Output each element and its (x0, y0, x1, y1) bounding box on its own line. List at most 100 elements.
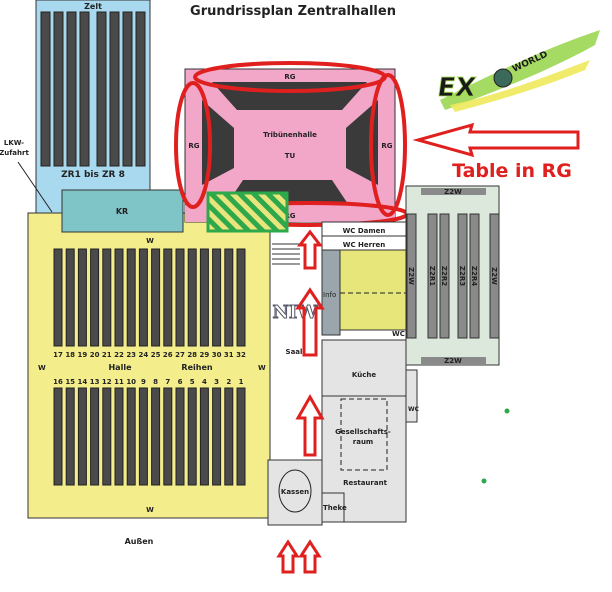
kr-area (61, 189, 184, 233)
rg-top-label: RG (284, 73, 295, 81)
zelt-row (96, 11, 107, 167)
page-title: Grundrissplan Zentralhallen (190, 4, 396, 19)
z2-row-label: Z2R4 (470, 266, 478, 286)
zelt-label: Zelt (84, 2, 102, 11)
halle-row (102, 387, 112, 486)
tribuene-code: TU (285, 152, 296, 160)
row-number: 30 (212, 351, 222, 359)
z2-row (439, 213, 450, 339)
halle-row (199, 387, 209, 486)
wall-label: W (146, 506, 154, 514)
halle-row (138, 248, 148, 347)
halle-row (151, 387, 161, 486)
lkw-label-1: LKW- (4, 139, 24, 147)
halle-row (212, 387, 222, 486)
halle-row (53, 387, 63, 486)
row-number: 17 (53, 351, 63, 359)
wc-herren-label: WC Herren (343, 241, 386, 249)
rg-left-label: RG (188, 142, 199, 150)
halle-row (187, 248, 197, 347)
niw-logo: NIW (272, 302, 318, 323)
info-label: Info (323, 291, 336, 299)
halle-label: Halle (108, 363, 132, 372)
wc-small-room (405, 369, 418, 423)
z2-row (427, 213, 438, 339)
z2-row (457, 213, 468, 339)
hall-room (339, 249, 407, 331)
halle-row (65, 387, 75, 486)
zelt-row (122, 11, 133, 167)
halle-row (77, 387, 87, 486)
halle-row (163, 387, 173, 486)
kassen-oval (278, 469, 312, 513)
zelt-row (79, 11, 90, 167)
row-number: 6 (178, 378, 183, 386)
wall-label: W (258, 364, 266, 372)
z2-row (469, 213, 480, 339)
row-number: 13 (90, 378, 100, 386)
halle-row (138, 387, 148, 486)
wall-label: W (38, 364, 46, 372)
tribuene-name: Tribünenhalle (263, 131, 317, 139)
saal-label: Saal (286, 348, 303, 356)
row-number: 9 (141, 378, 146, 386)
exoworld-logo: EX WORLD (435, 30, 600, 112)
z2-row-label: Z2W (407, 267, 415, 285)
halle-row (114, 248, 124, 347)
wc-small-label: WC (408, 406, 420, 413)
row-number: 21 (102, 351, 112, 359)
row-number: 10 (126, 378, 136, 386)
kassen-room (267, 459, 323, 526)
row-number: 15 (65, 378, 75, 386)
halle-row (224, 248, 234, 347)
halle-row (77, 248, 87, 347)
halle-row (187, 387, 197, 486)
row-number: 1 (239, 378, 244, 386)
stairs (272, 243, 300, 265)
halle-row (199, 248, 209, 347)
green-dot (504, 408, 510, 414)
halle-row (175, 387, 185, 486)
zelt-row (66, 11, 77, 167)
rg-bottom-label: RG (284, 212, 295, 220)
zelt-area: Zelt ZR1 bis ZR 8 (35, 0, 151, 216)
halle-row (163, 248, 173, 347)
zelt-row (40, 11, 51, 167)
halle-row (90, 387, 100, 486)
wc-label: WC (392, 330, 405, 338)
z2-row-label: Z2W (490, 267, 498, 285)
row-number: 3 (214, 378, 219, 386)
halle-row (175, 248, 185, 347)
row-number: 2 (226, 378, 231, 386)
halle-row (151, 248, 161, 347)
theke-label: Theke (323, 504, 347, 512)
halle-row (102, 248, 112, 347)
gesellschaft-label-2: raum (353, 438, 373, 446)
zelt-row (135, 11, 146, 167)
halle-area: 1716181519142013211222112310249258267276… (27, 212, 271, 519)
row-number: 32 (236, 351, 246, 359)
halle-row (114, 387, 124, 486)
row-number: 29 (200, 351, 210, 359)
halle-row (53, 248, 63, 347)
row-number: 28 (187, 351, 197, 359)
row-number: 19 (78, 351, 88, 359)
kr-label: KR (116, 207, 128, 216)
row-number: 23 (126, 351, 136, 359)
halle-row (65, 248, 75, 347)
row-number: 16 (53, 378, 63, 386)
lkw-arrow (17, 161, 53, 213)
row-number: 26 (163, 351, 173, 359)
row-number: 5 (190, 378, 195, 386)
restaurant-label: Restaurant (343, 479, 388, 487)
outside-label: Außen (125, 537, 154, 546)
row-number: 8 (153, 378, 158, 386)
green-dot (481, 478, 487, 484)
row-number: 25 (151, 351, 161, 359)
logo-text: EX (436, 73, 478, 103)
z2-row (489, 213, 500, 339)
zelt-row (109, 11, 120, 167)
zelt-row (53, 11, 64, 167)
